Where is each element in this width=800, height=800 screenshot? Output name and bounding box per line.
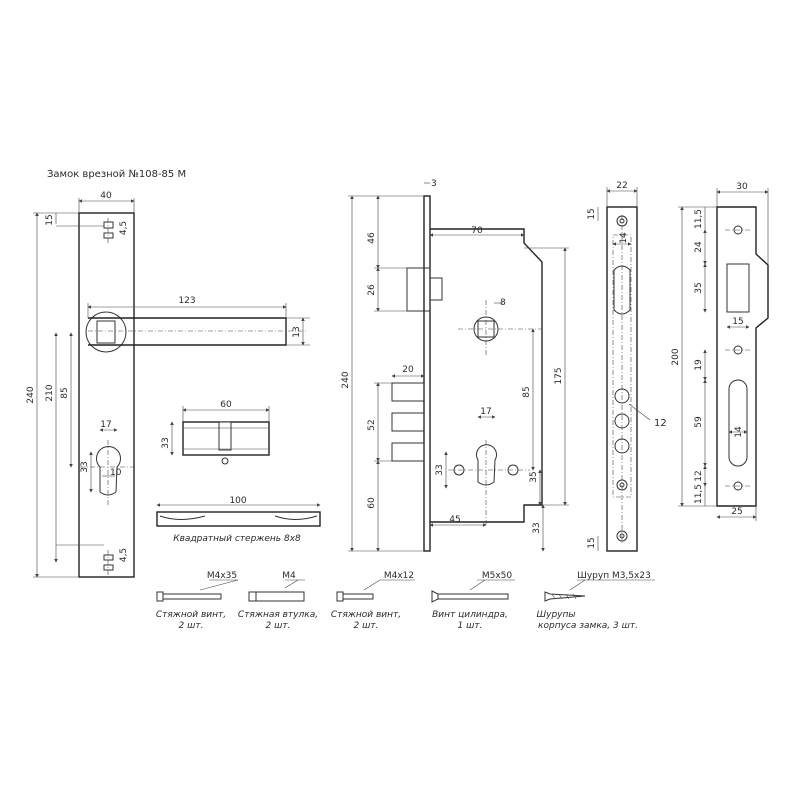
body-70-label: 70: [471, 226, 483, 236]
handle-len-label: 123: [178, 296, 195, 306]
fastener-screw-m4x12: М4х12 Стяжной винт, 2 шт.: [331, 571, 415, 631]
body-26-label: 26: [367, 284, 377, 296]
plate-top-hole: [103, 221, 114, 229]
fastener-2-spec: М4: [282, 571, 296, 581]
lock-faceplate-edge: [423, 195, 431, 552]
face-plate-outline: [78, 212, 135, 578]
plate-hole-d-bottom-label: 4,5: [119, 548, 129, 562]
strike-24-label: 24: [694, 241, 704, 253]
plate-17-label: 17: [100, 420, 111, 430]
fastener-5-label1: Шурупы: [537, 610, 576, 620]
plate-85-label: 85: [60, 387, 70, 398]
front-plate-outline: [606, 206, 638, 552]
strike-latch-window: [726, 263, 750, 313]
fastener-1-spec: М4х35: [207, 571, 237, 581]
square-rod-view: 100 Квадратный стержень 8х8: [156, 496, 321, 544]
body-8-label: 8: [500, 298, 506, 308]
fastener-4-label2: 1 шт.: [458, 621, 483, 631]
front-screw-mid: [616, 479, 628, 491]
plate-height-label: 240: [26, 386, 36, 403]
front-12-label: 12: [654, 418, 667, 429]
front-22-label: 22: [616, 181, 627, 191]
body-17-label: 17: [480, 407, 491, 417]
fastener-2-label1: Стяжная втулка,: [238, 610, 318, 620]
fastener-5-label2: корпуса замка, 3 шт.: [538, 621, 638, 631]
body-85-label: 85: [522, 386, 532, 397]
front-15-bottom-label: 15: [587, 537, 597, 548]
square-rod: [156, 511, 321, 527]
strike-11-5-top-label: 11,5: [694, 209, 704, 229]
fasteners-row: М4х35 Стяжной винт, 2 шт. М4 Стяжная вту…: [156, 571, 655, 631]
front-latch-slot: [613, 265, 631, 315]
plate-width-label: 40: [100, 191, 112, 201]
handle-lever: [88, 317, 287, 346]
lock-body-view: 3 70 240 46 26 20 52 60 8 17 85 175 33 3…: [341, 179, 569, 552]
fastener-screw-m4x35: М4х35 Стяжной винт, 2 шт.: [156, 571, 239, 631]
body-3-label: 3: [431, 179, 437, 189]
lock-front-view: 22 15 14 12 15: [587, 181, 667, 552]
strike-19-label: 19: [694, 359, 704, 371]
strike-bolt-slot: [728, 379, 748, 467]
plate-210-label: 210: [45, 384, 55, 401]
body-35-label: 35: [529, 471, 539, 482]
dead-bolt-3: [391, 442, 425, 462]
cylinder-h-label: 33: [161, 437, 171, 448]
body-45-label: 45: [449, 515, 460, 525]
body-33-base-label: 33: [532, 522, 542, 533]
handle-w-label: 13: [292, 326, 302, 337]
lock-case-outline: [430, 228, 543, 523]
body-46-label: 46: [367, 232, 377, 244]
strike-11-5-bottom-label: 11,5: [694, 484, 704, 504]
fastener-4-spec: М5х50: [482, 571, 513, 581]
fastener-1-label1: Стяжной винт,: [156, 610, 226, 620]
strike-35-label: 35: [694, 282, 704, 293]
body-33-key-label: 33: [435, 464, 445, 475]
face-plate-view: 40 240 15 4,5 210 85 33 17 10 123 13 4,5: [26, 191, 310, 578]
strike-59-label: 59: [694, 416, 704, 428]
body-240-label: 240: [341, 371, 351, 388]
cylinder-view: 60 33: [161, 400, 270, 465]
strike-30-label: 30: [736, 182, 748, 192]
drawing-title: Замок врезной №108-85 М: [47, 169, 186, 180]
strike-200-label: 200: [671, 348, 681, 365]
body-52-label: 52: [367, 419, 377, 430]
fastener-screw-m5x50: М5х50 Винт цилиндра, 1 шт.: [431, 571, 515, 631]
fastener-3-label1: Стяжной винт,: [331, 610, 401, 620]
cylinder-hole: [476, 444, 497, 486]
plate-10-label: 10: [110, 468, 122, 478]
fastener-2-label2: 2 шт.: [266, 621, 291, 631]
plate-hole-top-label: 15: [45, 214, 55, 225]
fastener-3-label2: 2 шт.: [354, 621, 379, 631]
front-14-label: 14: [619, 232, 629, 244]
handle-rosette: [85, 311, 127, 353]
dead-bolt-2: [391, 412, 425, 432]
latch-bolt: [406, 267, 431, 312]
plate-bottom-hole: [103, 554, 114, 561]
rod-caption: Квадратный стержень 8х8: [173, 534, 301, 544]
body-20-label: 20: [402, 365, 414, 375]
plate-keyhole: [96, 446, 121, 496]
rod-len-label: 100: [229, 496, 246, 506]
front-15-top-label: 15: [587, 208, 597, 219]
dead-bolt-1: [391, 382, 425, 402]
fastener-3-spec: М4х12: [384, 571, 414, 581]
fastener-wood-screw: Шуруп М3,5х23 Шурупы корпуса замка, 3 шт…: [537, 571, 655, 631]
fastener-1-label2: 2 шт.: [179, 621, 204, 631]
fastener-4-label1: Винт цилиндра,: [432, 610, 508, 620]
plate-33-label: 33: [80, 461, 90, 472]
body-175-label: 175: [554, 367, 564, 384]
plate-hole-d-label: 4,5: [119, 221, 129, 235]
fastener-sleeve-m4: М4 Стяжная втулка, 2 шт.: [238, 571, 318, 631]
cylinder-len-label: 60: [220, 400, 232, 410]
strike-25-label: 25: [731, 507, 742, 517]
strike-plate-outline: [716, 206, 769, 507]
strike-14-label: 14: [734, 426, 744, 438]
strike-plate-view: 30 200 11,5 24 35 15 19 59 14 12 11,5 25: [671, 182, 769, 521]
strike-12-label: 12: [694, 470, 704, 481]
fastener-5-spec: Шуруп М3,5х23: [577, 571, 651, 581]
strike-15-label: 15: [732, 317, 743, 327]
front-screw-bottom: [616, 530, 628, 542]
body-60-label: 60: [367, 497, 377, 509]
